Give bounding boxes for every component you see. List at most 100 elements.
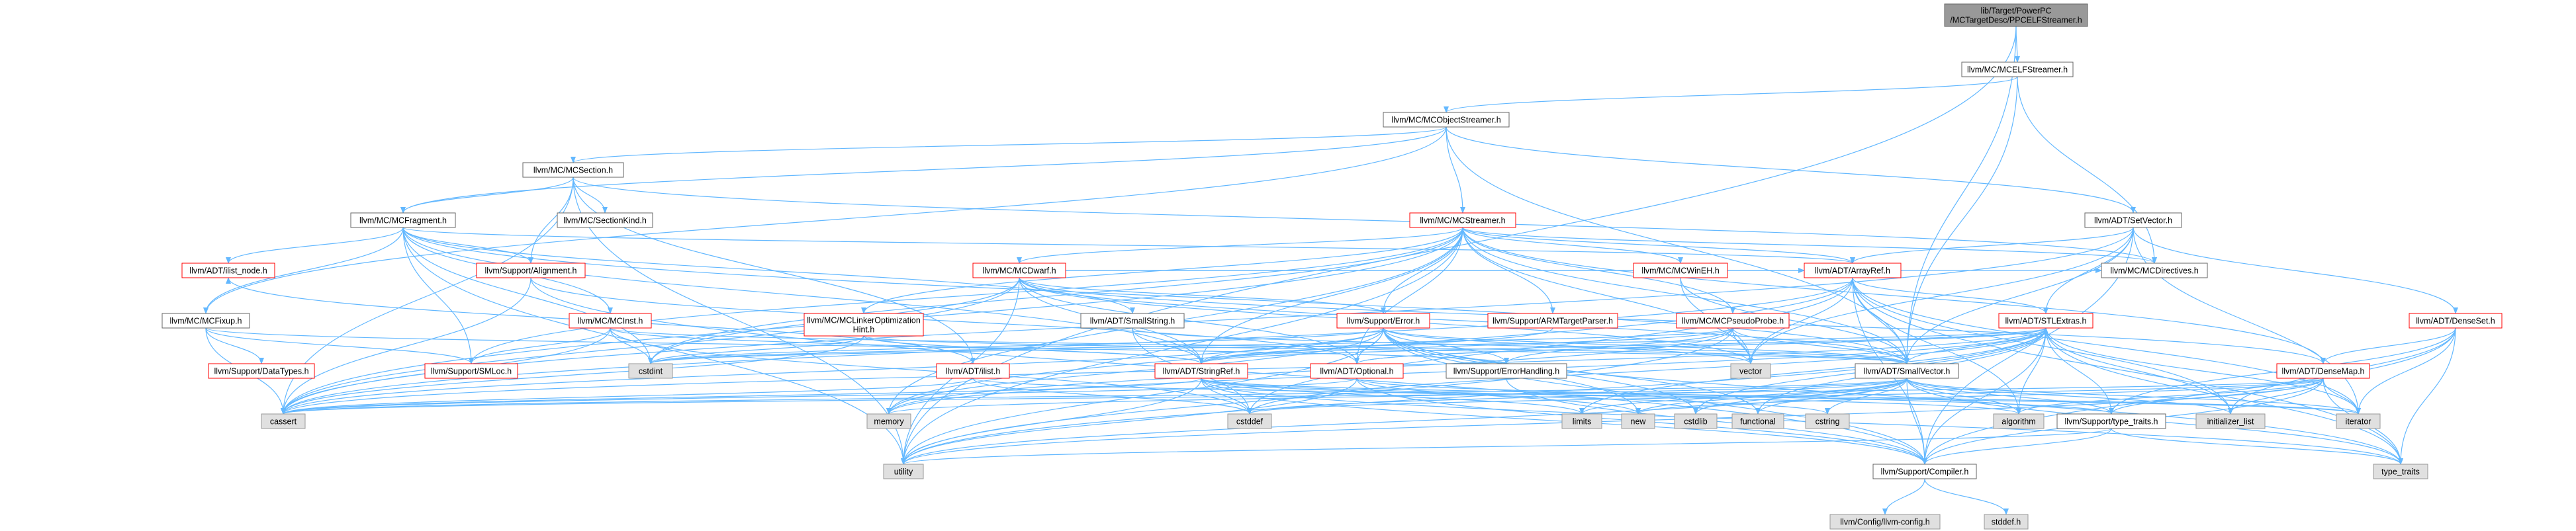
node-label-root: lib/Target/PowerPC bbox=[1981, 7, 2052, 16]
node-label-stlext: llvm/ADT/STLExtras.h bbox=[2005, 317, 2087, 326]
edge-mcstream-to-mcwineh bbox=[1462, 227, 1683, 264]
node-box-cstddef bbox=[1227, 413, 1272, 429]
node-mcinst[interactable]: llvm/MC/MCInst.h bbox=[569, 313, 652, 329]
node-smallstr[interactable]: llvm/ADT/SmallString.h bbox=[1080, 313, 1185, 329]
node-errhand[interactable]: llvm/Support/ErrorHandling.h bbox=[1446, 363, 1567, 379]
edge-stringref-to-cstring bbox=[1201, 378, 1830, 415]
node-box-typetraits_std bbox=[2373, 464, 2428, 479]
node-label-errhand: llvm/Support/ErrorHandling.h bbox=[1453, 367, 1560, 376]
node-label-memory: memory bbox=[874, 417, 904, 427]
node-datatypes[interactable]: llvm/Support/DataTypes.h bbox=[208, 363, 315, 379]
edge-setvec-to-denseset bbox=[2133, 227, 2458, 314]
edge-pseudo-to-stringref bbox=[1199, 327, 1733, 364]
edge-mclinker-to-cstdint bbox=[648, 335, 864, 364]
node-mcdir[interactable]: llvm/MC/MCDirectives.h bbox=[2101, 263, 2208, 278]
edge-mcelf-to-smallvec bbox=[1904, 76, 2018, 364]
edge-mclinker-to-cassert bbox=[281, 335, 864, 415]
node-setvec[interactable]: llvm/ADT/SetVector.h bbox=[2084, 212, 2182, 228]
node-root[interactable]: lib/Target/PowerPC/MCTargetDesc/PPCELFSt… bbox=[1944, 3, 2088, 27]
node-label-mcstream: llvm/MC/MCStreamer.h bbox=[1420, 216, 1505, 225]
node-label-ilist: llvm/ADT/ilist.h bbox=[946, 367, 1001, 376]
node-box-seckind bbox=[557, 212, 653, 228]
node-label-seckind: llvm/MC/SectionKind.h bbox=[563, 216, 647, 225]
node-label-llvmconfig: llvm/Config/llvm-config.h bbox=[1840, 518, 1930, 527]
edge-superr-to-typetraits_std bbox=[1383, 327, 2403, 465]
edge-smallvec-to-cassert bbox=[281, 378, 1908, 415]
node-label-cstdlib: cstdlib bbox=[1684, 417, 1707, 427]
node-label-mcdwarf: llvm/MC/MCDwarf.h bbox=[982, 266, 1056, 276]
edge-mcsec-to-utility bbox=[573, 177, 906, 465]
node-pseudo[interactable]: llvm/MC/MCPseudoProbe.h bbox=[1676, 313, 1790, 329]
node-compiler[interactable]: llvm/Support/Compiler.h bbox=[1872, 464, 1977, 479]
node-label-mcfrag: llvm/MC/MCFragment.h bbox=[359, 216, 447, 225]
node-mcobj[interactable]: llvm/MC/MCObjectStreamer.h bbox=[1383, 112, 1510, 128]
edge-mclinker-to-smallvec bbox=[863, 335, 1909, 364]
node-align[interactable]: llvm/Support/Alignment.h bbox=[476, 263, 586, 278]
node-box-stddefh bbox=[1984, 514, 2029, 530]
edge-stlext-to-utility bbox=[901, 327, 2047, 465]
node-denseset[interactable]: llvm/ADT/DenseSet.h bbox=[2409, 313, 2503, 329]
node-typetraits[interactable]: llvm/Support/type_traits.h bbox=[2056, 413, 2166, 429]
edge-stlext-to-iterator bbox=[2045, 327, 2361, 415]
node-label-stddefh: stddef.h bbox=[1992, 518, 2021, 527]
edge-mcobj-to-mcfixup bbox=[203, 126, 1447, 314]
node-densemap[interactable]: llvm/ADT/DenseMap.h bbox=[2276, 363, 2370, 379]
node-cstring: cstring bbox=[1805, 413, 1850, 429]
edge-mcelf-to-mcobj bbox=[1444, 76, 2018, 113]
node-label-optional: llvm/ADT/Optional.h bbox=[1320, 367, 1393, 376]
node-stringref[interactable]: llvm/ADT/StringRef.h bbox=[1154, 363, 1248, 379]
node-label-mclinker: llvm/MC/MCLinkerOptimization bbox=[807, 316, 921, 325]
node-ilist[interactable]: llvm/ADT/ilist.h bbox=[936, 363, 1010, 379]
node-ilistnode[interactable]: llvm/ADT/ilist_node.h bbox=[181, 263, 275, 278]
edge-densemap-to-utility bbox=[901, 378, 2324, 465]
node-box-functional bbox=[1731, 413, 1784, 429]
edge-densemap-to-typetraits bbox=[2109, 378, 2324, 415]
node-box-root bbox=[1944, 3, 2088, 27]
node-label-cstdint: cstdint bbox=[639, 367, 663, 376]
node-smloc[interactable]: llvm/Support/SMLoc.h bbox=[424, 363, 518, 379]
node-box-stlext bbox=[1998, 313, 2093, 329]
edge-compiler-to-stddefh bbox=[1924, 478, 2009, 515]
node-label-superr: llvm/Support/Error.h bbox=[1347, 317, 1420, 326]
edge-smallvec-to-initlist bbox=[1906, 378, 2233, 415]
node-box-vector bbox=[1730, 363, 1771, 379]
node-seckind[interactable]: llvm/MC/SectionKind.h bbox=[557, 212, 653, 228]
node-box-ilist bbox=[936, 363, 1010, 379]
node-cstddef: cstddef bbox=[1227, 413, 1272, 429]
edge-mcobj-to-smallvec bbox=[1446, 126, 1909, 364]
node-label-initlist: initializer_list bbox=[2207, 417, 2254, 427]
node-label-pseudo: llvm/MC/MCPseudoProbe.h bbox=[1682, 317, 1784, 326]
node-mcstream[interactable]: llvm/MC/MCStreamer.h bbox=[1409, 212, 1516, 228]
node-label-smloc: llvm/Support/SMLoc.h bbox=[431, 367, 512, 376]
node-superr[interactable]: llvm/Support/Error.h bbox=[1336, 313, 1430, 329]
node-optional[interactable]: llvm/ADT/Optional.h bbox=[1310, 363, 1404, 379]
node-box-mcsec bbox=[522, 162, 624, 178]
node-stlext[interactable]: llvm/ADT/STLExtras.h bbox=[1998, 313, 2093, 329]
node-arrayref[interactable]: llvm/ADT/ArrayRef.h bbox=[1804, 263, 1902, 278]
edge-mcfixup-to-errhand bbox=[205, 327, 1509, 364]
edge-smallstr-to-stringref bbox=[1132, 327, 1204, 364]
edge-mcsec-to-seckind bbox=[573, 177, 608, 214]
node-mcfrag[interactable]: llvm/MC/MCFragment.h bbox=[350, 212, 456, 228]
node-label-typetraits: llvm/Support/type_traits.h bbox=[2064, 417, 2158, 427]
edge-mcfrag-to-smloc bbox=[402, 227, 474, 364]
node-box-limits bbox=[1561, 413, 1602, 429]
node-mcelf[interactable]: llvm/MC/MCELFStreamer.h bbox=[1961, 61, 2074, 77]
node-label-mcinst: llvm/MC/MCInst.h bbox=[578, 317, 643, 326]
edge-root-to-smallvec bbox=[1904, 26, 2017, 364]
edge-arrayref-to-initlist bbox=[1852, 277, 2233, 415]
edge-mcstream-to-cstdint bbox=[648, 227, 1463, 364]
node-box-setvec bbox=[2084, 212, 2182, 228]
node-label-typetraits_std: type_traits bbox=[2381, 468, 2420, 477]
node-mcdwarf[interactable]: llvm/MC/MCDwarf.h bbox=[972, 263, 1066, 278]
edge-densemap-to-new bbox=[1635, 378, 2324, 415]
node-mcwineh[interactable]: llvm/MC/MCWinEH.h bbox=[1633, 263, 1728, 278]
node-mcsec[interactable]: llvm/MC/MCSection.h bbox=[522, 162, 624, 178]
node-label-datatypes: llvm/Support/DataTypes.h bbox=[214, 367, 308, 376]
node-armtp[interactable]: llvm/Support/ARMTargetParser.h bbox=[1487, 313, 1618, 329]
node-mcfixup[interactable]: llvm/MC/MCFixup.h bbox=[161, 313, 250, 329]
node-smallvec[interactable]: llvm/ADT/SmallVector.h bbox=[1855, 363, 1959, 379]
edge-mcstream-to-smloc bbox=[469, 227, 1463, 364]
node-label-smallstr: llvm/ADT/SmallString.h bbox=[1090, 317, 1175, 326]
